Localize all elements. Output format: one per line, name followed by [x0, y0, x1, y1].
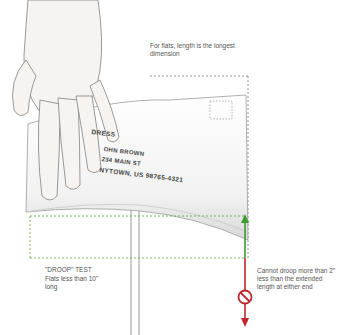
- allowed-droop-arrow: [241, 214, 249, 258]
- stamp-area: [210, 101, 232, 119]
- support-edge: [131, 205, 139, 335]
- excess-droop-arrow: [239, 258, 252, 327]
- envelope: [26, 95, 248, 240]
- dimension-note: For flats, length is the longest dimensi…: [150, 42, 242, 58]
- droop-guides: [30, 216, 246, 258]
- envelope-fold: [26, 204, 248, 232]
- test-note: Flats less than 10" long: [45, 275, 101, 291]
- test-title: "DROOP" TEST: [45, 266, 107, 274]
- droop-rule-note: Cannot droop more than 2" less than the …: [257, 267, 339, 290]
